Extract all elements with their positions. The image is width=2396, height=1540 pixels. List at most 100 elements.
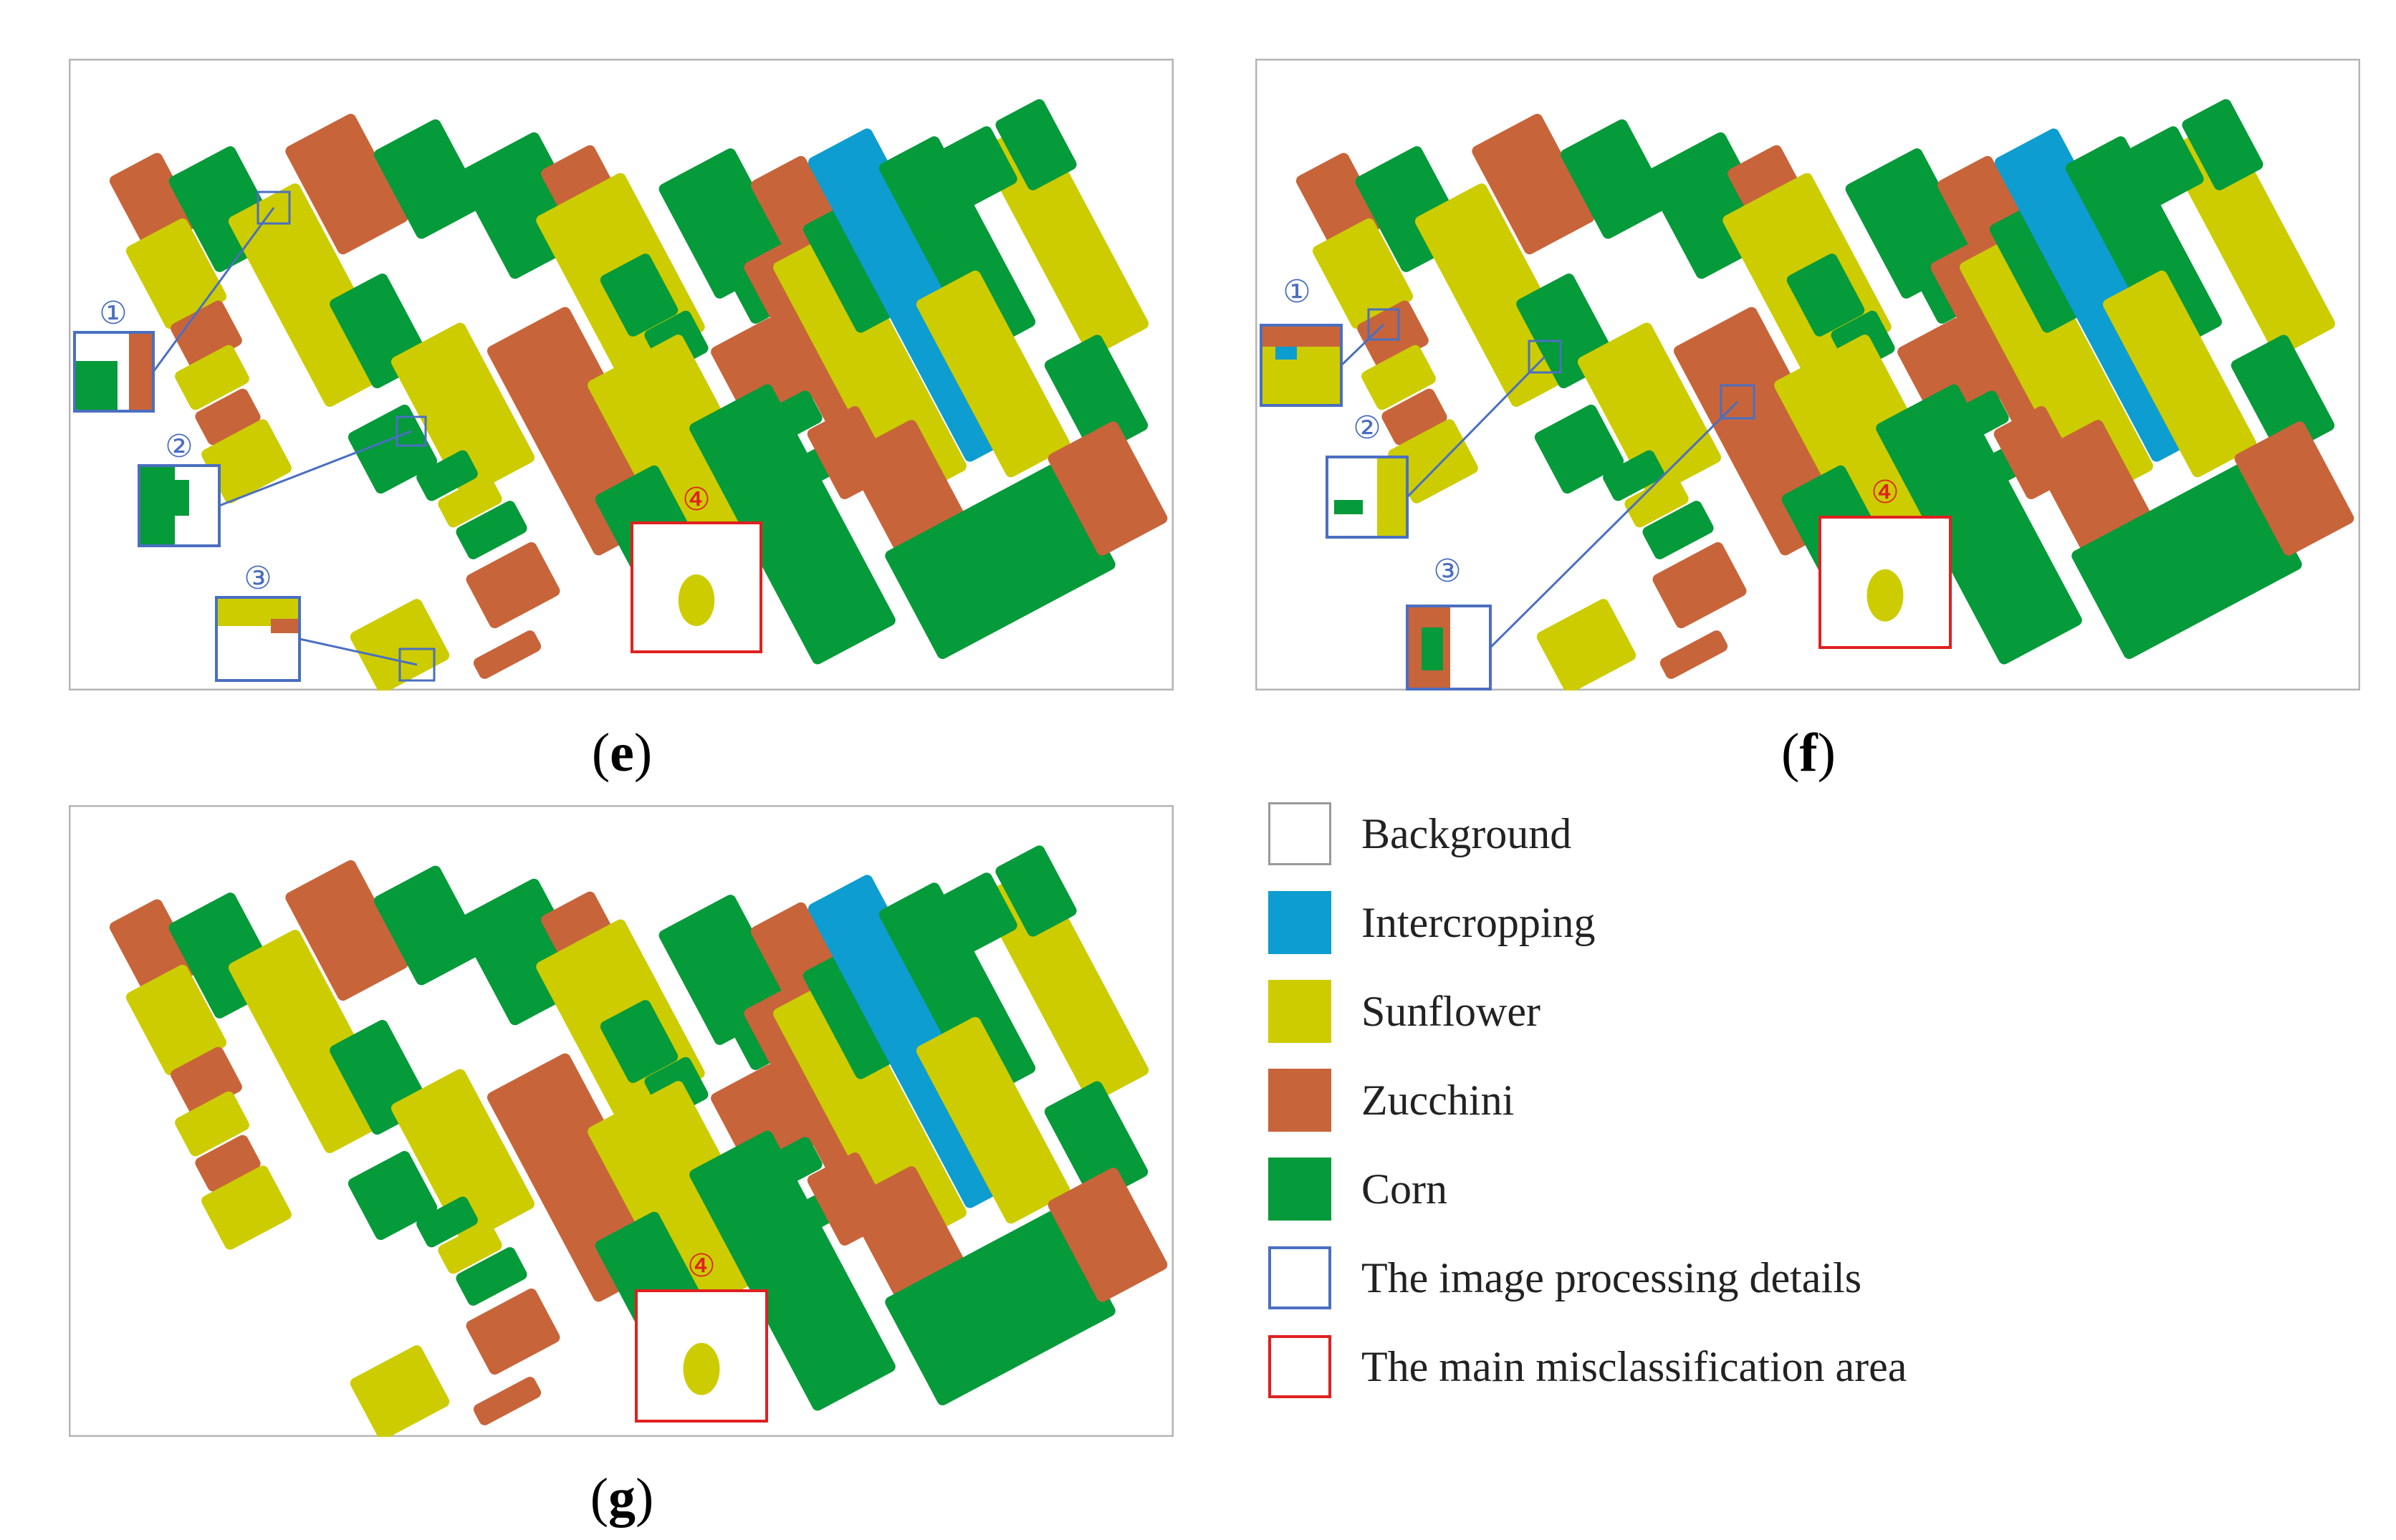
detail-inset-box bbox=[1326, 456, 1409, 539]
inset-corn bbox=[1334, 500, 1363, 514]
field-zucchini bbox=[285, 113, 408, 255]
field-corn bbox=[1561, 119, 1669, 239]
field-sunflower bbox=[175, 1091, 249, 1157]
caption-letter: e bbox=[610, 723, 634, 783]
field-corn bbox=[885, 1208, 1116, 1405]
field-zucchini bbox=[473, 630, 542, 679]
field-sunflower bbox=[1388, 419, 1478, 504]
inset-corn bbox=[139, 466, 175, 546]
misclassification-box bbox=[1818, 516, 1952, 649]
field-sunflower bbox=[2102, 270, 2257, 478]
field-corn bbox=[416, 450, 478, 501]
detail-callout-number: ① bbox=[1283, 274, 1310, 310]
inset-intercropping bbox=[1275, 347, 1297, 360]
detail-source-box bbox=[398, 648, 436, 682]
legend-swatch bbox=[1268, 802, 1331, 865]
field-zucchini bbox=[285, 860, 408, 1001]
misclassification-box bbox=[635, 1289, 768, 1423]
inset-corn bbox=[1422, 627, 1443, 670]
field-corn bbox=[940, 872, 1017, 953]
field-corn bbox=[1603, 450, 1664, 501]
field-corn bbox=[600, 254, 679, 337]
detail-callout-number: ③ bbox=[1433, 553, 1461, 589]
detail-connector-line bbox=[1340, 323, 1385, 367]
caption-letter: g bbox=[608, 1468, 636, 1528]
field-corn bbox=[2071, 461, 2302, 659]
detail-source-box bbox=[396, 415, 427, 447]
legend-item-zucchini: Zucchini bbox=[1268, 1069, 2128, 1135]
detail-inset-box bbox=[73, 331, 155, 413]
misclassification-marker: ④ bbox=[1871, 474, 1899, 511]
field-sunflower bbox=[201, 419, 292, 504]
field-corn bbox=[2182, 99, 2263, 191]
field-sunflower bbox=[588, 335, 780, 571]
field-zucchini bbox=[1381, 388, 1447, 446]
legend-item-intercropping: Intercropping bbox=[1268, 891, 2128, 957]
field-sunflower bbox=[916, 1016, 1070, 1224]
field-corn bbox=[878, 136, 1036, 354]
field-zucchini bbox=[1048, 421, 1168, 556]
field-zucchini bbox=[1472, 113, 1595, 255]
detail-connector-line bbox=[152, 207, 275, 372]
field-corn bbox=[374, 119, 483, 239]
field-corn bbox=[885, 461, 1116, 659]
field-zucchini bbox=[195, 388, 261, 446]
field-corn bbox=[1642, 501, 1714, 559]
inset-corn bbox=[75, 361, 118, 411]
field-corn bbox=[1786, 254, 1865, 337]
field-corn bbox=[995, 845, 1077, 937]
detail-callout-number: ② bbox=[1353, 410, 1381, 446]
panel-caption-g: (g) bbox=[590, 1468, 654, 1528]
detail-callout-number: ③ bbox=[244, 560, 272, 597]
legend-item-sunflower: Sunflower bbox=[1268, 980, 2128, 1046]
detail-inset-box bbox=[1406, 605, 1492, 690]
field-sunflower bbox=[350, 599, 450, 690]
misclassification-marker: ④ bbox=[682, 481, 710, 518]
field-corn bbox=[1534, 404, 1624, 494]
field-sunflower bbox=[1774, 335, 1966, 571]
field-sunflower bbox=[1624, 475, 1689, 528]
detail-connector-line bbox=[219, 430, 412, 507]
field-corn bbox=[995, 99, 1077, 191]
field-sunflower bbox=[438, 475, 502, 528]
legend-swatch bbox=[1268, 1069, 1331, 1132]
crop-map-f: ④ ① ② ③ bbox=[1255, 59, 2360, 690]
field-corn bbox=[600, 1000, 679, 1083]
detail-source-box bbox=[257, 191, 291, 225]
inset-zucchini bbox=[271, 619, 300, 633]
detail-source-box bbox=[1720, 384, 1755, 420]
field-zucchini bbox=[1652, 542, 1747, 629]
legend-swatch bbox=[1268, 1335, 1331, 1398]
legend-item-misclass-box: The main misclassification area bbox=[1268, 1335, 2128, 1401]
legend-item-background: Background bbox=[1268, 802, 2128, 868]
detail-inset-box bbox=[215, 596, 301, 682]
detail-source-box bbox=[1528, 340, 1562, 374]
detail-connector-line bbox=[1406, 355, 1546, 499]
caption-letter: f bbox=[1799, 723, 1818, 783]
field-sunflower bbox=[1536, 599, 1637, 690]
field-zucchini bbox=[2234, 421, 2354, 556]
field-zucchini bbox=[1048, 1168, 1168, 1302]
legend-swatch bbox=[1268, 1158, 1331, 1221]
field-corn bbox=[1044, 1081, 1149, 1203]
field-sunflower bbox=[2167, 119, 2336, 357]
legend-item-corn: Corn bbox=[1268, 1158, 2128, 1223]
field-zucchini bbox=[466, 1288, 560, 1375]
detail-source-box bbox=[1367, 308, 1400, 341]
legend-label: Intercropping bbox=[1361, 899, 1596, 946]
inset-sunflower bbox=[1377, 457, 1407, 537]
field-sunflower bbox=[125, 964, 227, 1076]
field-sunflower bbox=[683, 1342, 720, 1395]
field-corn bbox=[2127, 126, 2204, 206]
field-sunflower bbox=[678, 574, 715, 626]
field-sunflower bbox=[916, 270, 1070, 478]
legend-label: Sunflower bbox=[1361, 988, 1540, 1035]
detail-callout-number: ② bbox=[165, 428, 193, 465]
field-sunflower bbox=[175, 345, 249, 410]
field-zucchini bbox=[466, 542, 560, 629]
field-corn bbox=[940, 126, 1017, 206]
legend-label: The main misclassification area bbox=[1361, 1343, 1907, 1390]
field-corn bbox=[348, 404, 438, 494]
legend-label: Zucchini bbox=[1361, 1077, 1515, 1124]
